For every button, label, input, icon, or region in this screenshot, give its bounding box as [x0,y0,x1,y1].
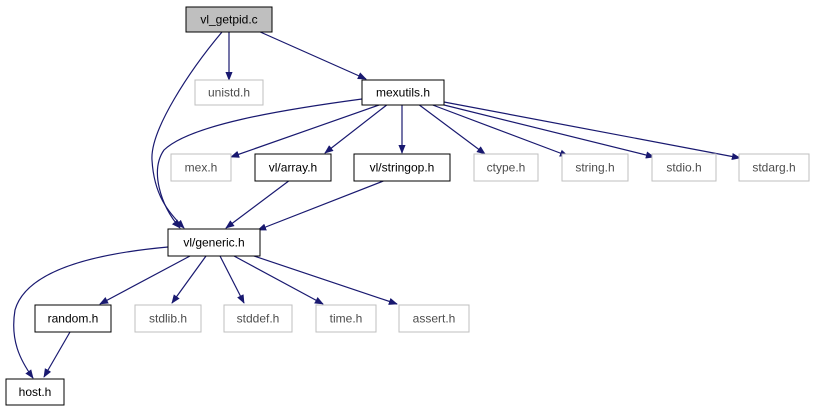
node-stdio-h[interactable]: stdio.h [651,153,717,182]
edge-vl_generic_h-time_h [233,255,324,305]
node-random-h[interactable]: random.h [34,304,112,333]
node-label: stdio.h [666,161,701,175]
node-label: mex.h [185,161,218,175]
node-label: vl/array.h [269,161,317,175]
edge-vl_generic_h-random_h [99,255,191,305]
edge-mexutils_h-vl_array_h [324,103,389,154]
node-label: unistd.h [208,86,250,100]
node-mexutils-h[interactable]: mexutils.h [361,79,445,106]
edge-vl_generic_h-assert_h [247,253,398,305]
node-label: mexutils.h [376,86,430,100]
node-assert-h[interactable]: assert.h [398,304,470,333]
node-label: stdarg.h [752,161,795,175]
node-label: stdlib.h [149,312,187,326]
edge-random_h-host_h [43,331,71,378]
node-vl-stringop-h[interactable]: vl/stringop.h [353,153,451,182]
node-vl-getpid-c[interactable]: vl_getpid.c [185,6,273,33]
node-string-h[interactable]: string.h [561,153,629,182]
node-time-h[interactable]: time.h [315,304,377,333]
edge-vl_array_h-vl_generic_h [225,179,291,229]
edge-mexutils_h-mex_h [230,103,383,158]
edge-mexutils_h-string_h [429,103,569,157]
node-label: stddef.h [237,312,280,326]
edge-mexutils_h-ctype_h [417,103,486,155]
node-stddef-h[interactable]: stddef.h [223,304,293,333]
node-label: random.h [48,312,99,326]
edge-vl_stringop_h-vl_generic_h [257,179,387,231]
edge-mexutils_h-stdarg_h [443,101,741,161]
edge-mexutils_h-stdio_h [439,103,655,159]
edge-vl_generic_h-host_h [13,246,169,379]
node-label: vl/generic.h [183,236,244,250]
node-label: host.h [19,385,52,399]
node-stdarg-h[interactable]: stdarg.h [738,153,810,182]
node-label: vl_getpid.c [200,13,257,27]
edge-vl_generic_h-stdlib_h [171,255,207,304]
edge-mexutils_h-vl_generic_h [156,98,363,229]
node-stdlib-h[interactable]: stdlib.h [134,304,202,333]
node-label: time.h [330,312,363,326]
node-label: string.h [575,161,614,175]
node-mex-h[interactable]: mex.h [170,153,232,182]
node-vl-array-h[interactable]: vl/array.h [254,153,332,182]
edges [13,30,741,379]
node-ctype-h[interactable]: ctype.h [473,153,539,182]
node-label: vl/stringop.h [370,161,435,175]
edge-vl_getpid_c-mexutils_h [257,30,367,80]
node-unistd-h[interactable]: unistd.h [194,79,264,106]
node-label: ctype.h [487,161,526,175]
node-host-h[interactable]: host.h [5,378,65,406]
node-label: assert.h [413,312,456,326]
node-vl-generic-h[interactable]: vl/generic.h [167,228,261,257]
edge-vl_generic_h-stddef_h [219,255,245,304]
